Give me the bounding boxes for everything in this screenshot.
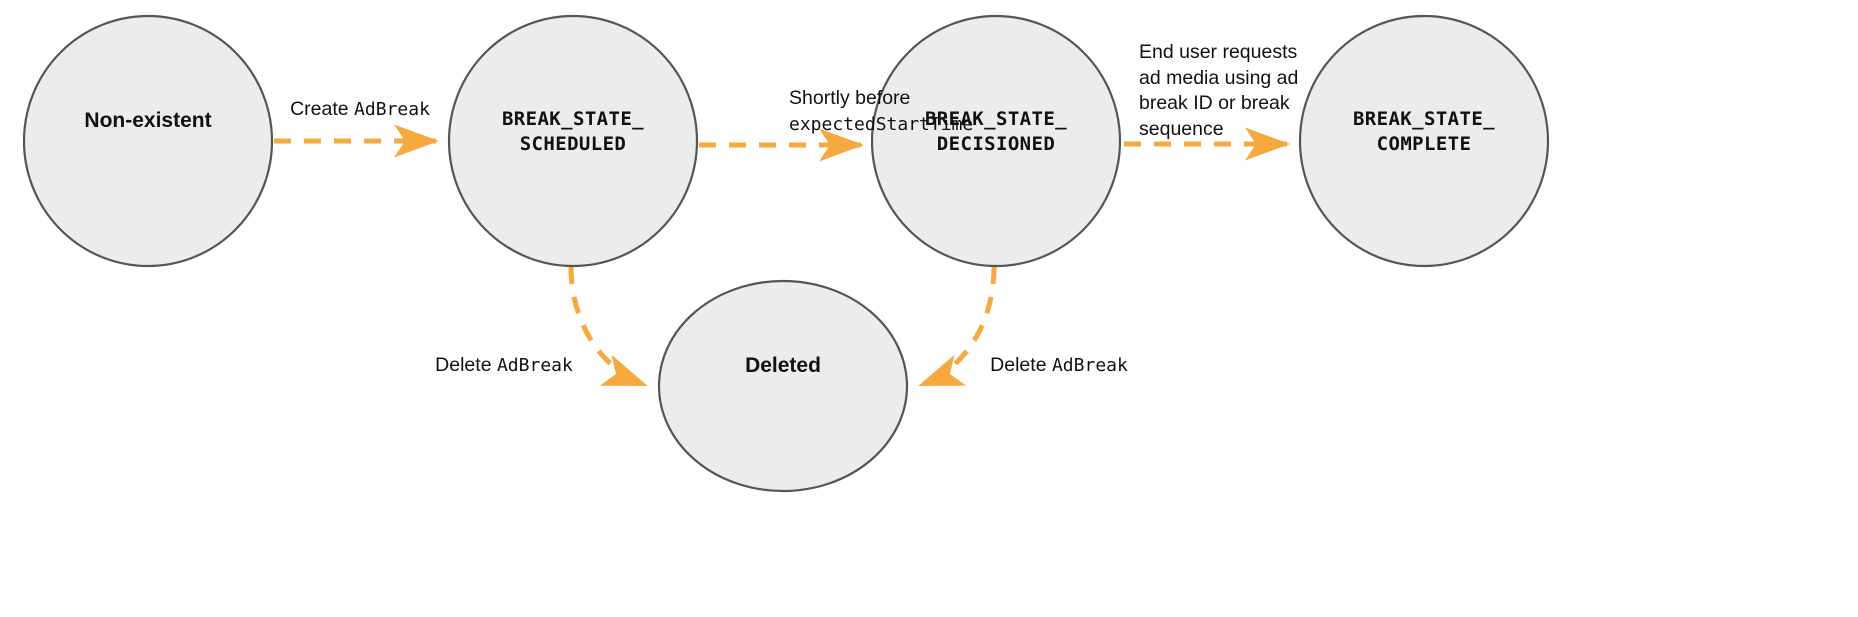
node-break-state-decisioned[interactable] bbox=[870, 14, 1122, 268]
edge-delete-adbreak-from-scheduled bbox=[568, 266, 648, 388]
node-deleted[interactable] bbox=[657, 279, 909, 493]
node-break-state-scheduled[interactable] bbox=[447, 14, 699, 268]
edge-delete-adbreak-from-decisioned bbox=[918, 266, 997, 388]
node-break-state-complete[interactable] bbox=[1298, 14, 1550, 268]
node-non-existent[interactable] bbox=[22, 14, 274, 268]
